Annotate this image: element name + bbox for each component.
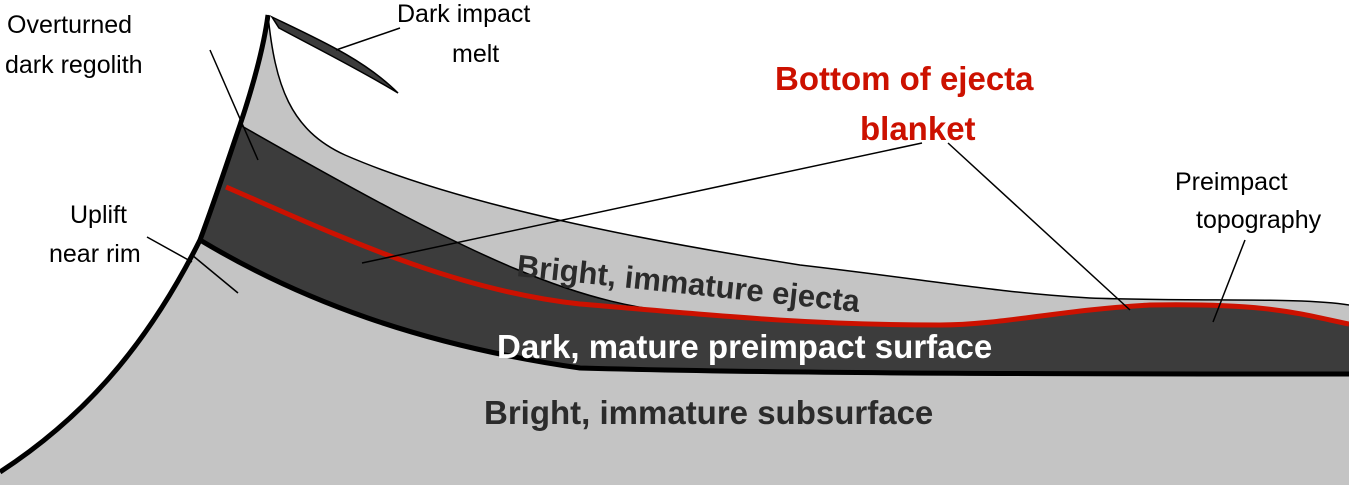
label-dark-surface: Dark, mature preimpact surface bbox=[497, 328, 992, 365]
leader-bottom-red-line bbox=[361, 142, 923, 264]
uplift-fault-tick bbox=[191, 254, 239, 294]
preimpact-base-outline bbox=[198, 237, 1349, 377]
label-bottom-line2: blanket bbox=[860, 110, 976, 147]
label-melt-line1: Dark impact bbox=[397, 0, 530, 28]
label-uplift-line1: Uplift bbox=[70, 201, 127, 229]
label-bottom-line1: Bottom of ejecta bbox=[775, 60, 1034, 97]
subsurface-layer bbox=[0, 240, 1349, 485]
ejecta-blanket-layer bbox=[240, 15, 1349, 325]
leader-bottom-ejecta-far bbox=[947, 142, 1131, 311]
impact-melt bbox=[269, 15, 399, 94]
ejecta-bottom-red-line bbox=[225, 184, 1349, 328]
ejecta-top-outline bbox=[267, 14, 1349, 306]
crater-wall-outline bbox=[0, 14, 271, 475]
label-overturned-line2: dark regolith bbox=[5, 51, 143, 79]
label-preimpact-line1: Preimpact bbox=[1175, 168, 1288, 196]
label-overturned-line1: Overturned bbox=[7, 11, 132, 39]
dark-preimpact-surface-layer bbox=[200, 125, 1349, 374]
leader-preimpact-topography bbox=[1212, 239, 1246, 323]
leader-uplift bbox=[146, 236, 193, 263]
leader-overturned bbox=[209, 49, 259, 161]
leader-melt bbox=[335, 27, 401, 51]
label-melt-line2: melt bbox=[452, 40, 499, 68]
label-preimpact-line2: topography bbox=[1196, 206, 1322, 234]
label-uplift-line2: near rim bbox=[49, 240, 141, 268]
label-bright-subsurface: Bright, immature subsurface bbox=[484, 394, 933, 431]
